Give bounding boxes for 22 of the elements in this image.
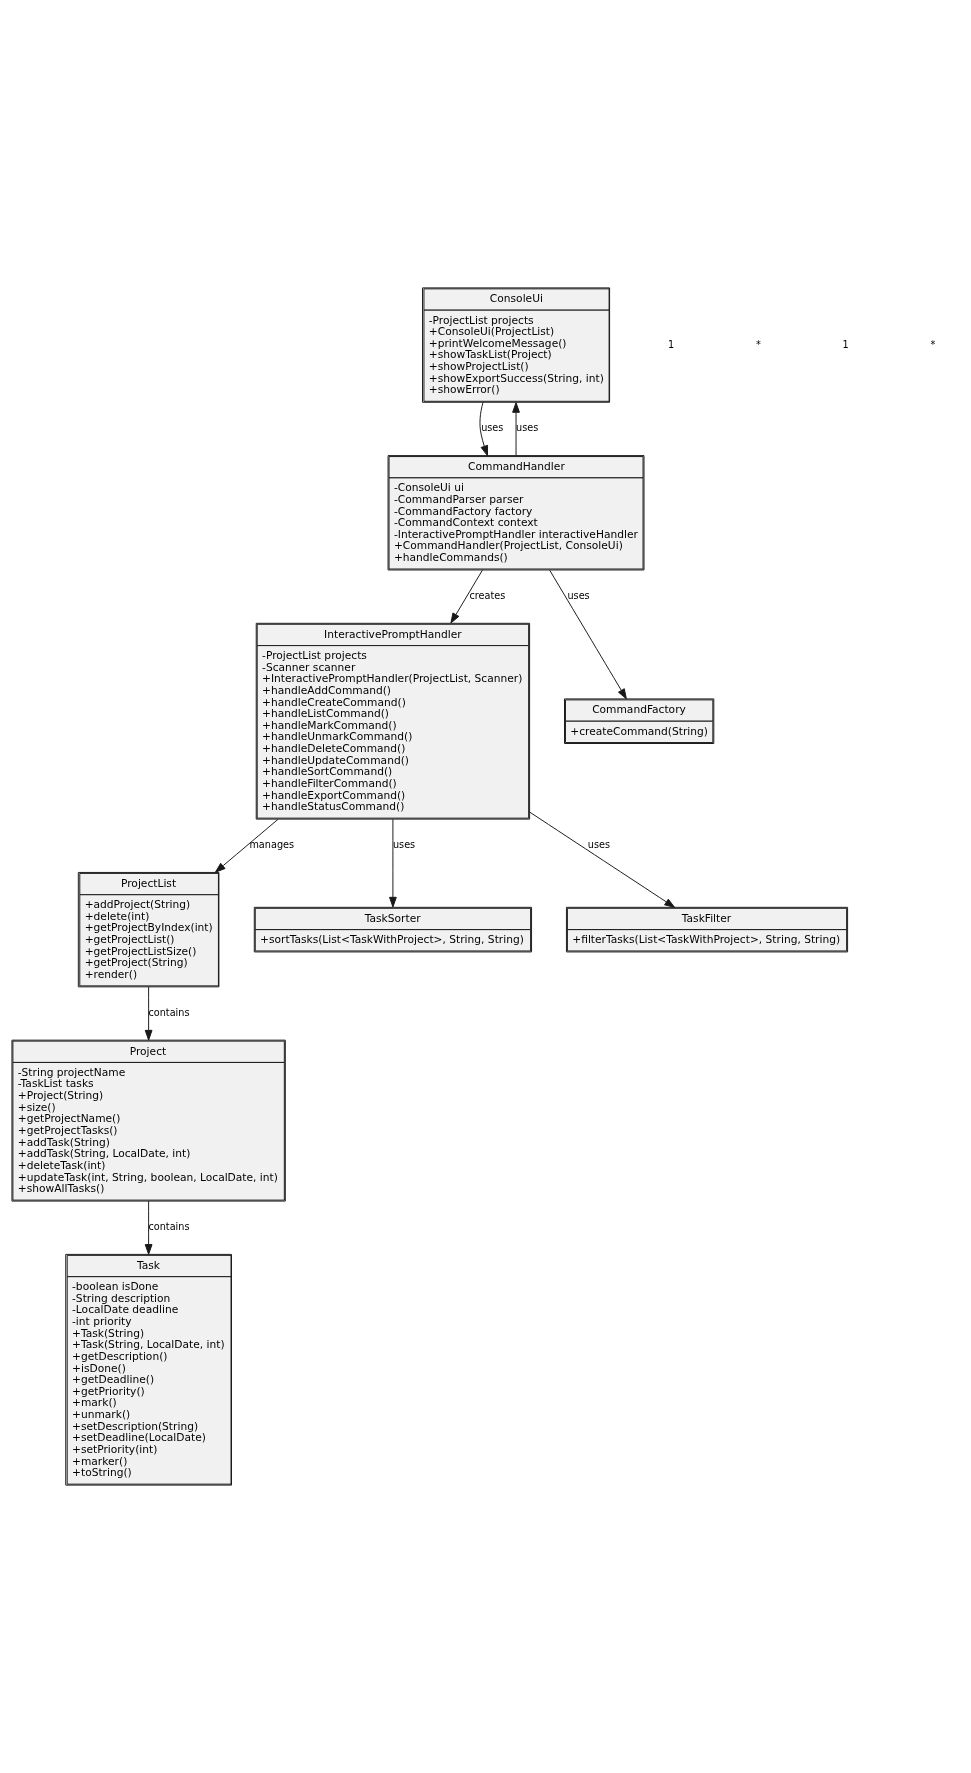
edge-label: contains [148,1006,190,1018]
edge-label: contains [148,1221,190,1233]
edge-label: creates [469,590,506,602]
arrow [450,569,483,624]
label: 1 [668,338,675,350]
edge-label: uses [587,839,611,851]
arrow [144,1200,153,1255]
edge-label: uses [392,839,416,851]
edge-label: uses [481,422,504,434]
label: 1 [842,338,849,350]
label: * [755,338,761,350]
arrow [389,818,397,908]
label: * [930,338,936,350]
arrow [549,569,627,700]
edge-label: uses [567,590,590,602]
arrow [512,402,520,456]
edge-label: uses [516,422,539,434]
arrow [214,818,279,873]
arrow [144,986,153,1041]
arrow [479,402,489,457]
arrow [529,811,676,908]
edge-label: manages [249,839,295,851]
